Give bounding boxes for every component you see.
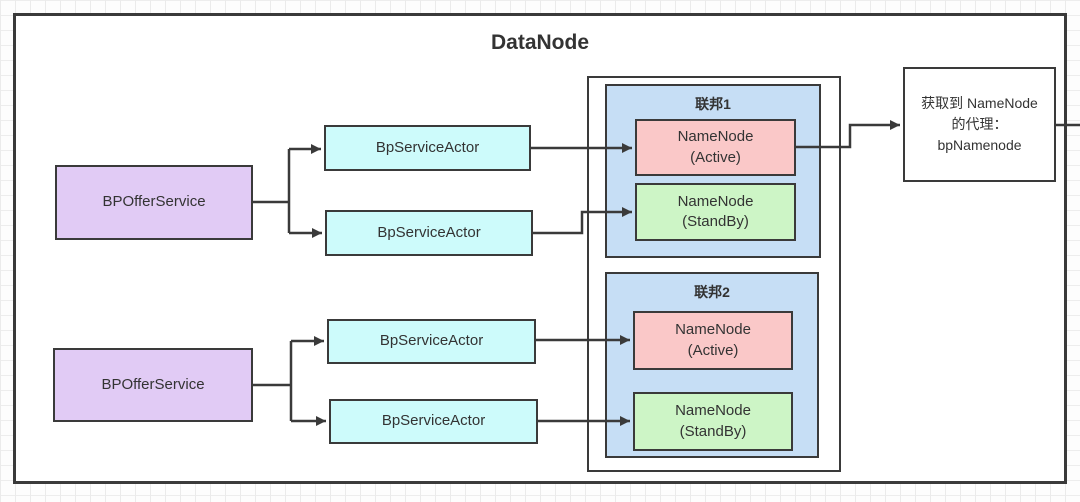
bpserviceactor-1-node: BpServiceActor xyxy=(324,125,531,171)
bpserviceactor-4-node: BpServiceActor xyxy=(329,399,538,444)
namenode-standby-2-name: NameNode xyxy=(675,402,751,420)
federation-2-title: 联邦2 xyxy=(694,284,730,300)
namenode-active-1-node: NameNode (Active) xyxy=(635,119,796,176)
namenode-active-2-state: (Active) xyxy=(687,341,739,359)
namenode-active-2-name: NameNode xyxy=(675,321,751,339)
namenode-standby-1-name: NameNode xyxy=(677,192,754,210)
bpofferservice-1-label: BPOfferService xyxy=(102,193,206,211)
namenode-active-2-node: NameNode (Active) xyxy=(633,311,793,370)
federation-1-title: 联邦1 xyxy=(695,96,731,112)
bpofferservice-1-node: BPOfferService xyxy=(55,165,253,240)
namenode-standby-2-node: NameNode (StandBy) xyxy=(633,392,793,451)
namenode-standby-1-node: NameNode (StandBy) xyxy=(635,183,796,241)
bpofferservice-2-node: BPOfferService xyxy=(53,348,253,422)
bpserviceactor-2-label: BpServiceActor xyxy=(377,223,481,241)
proxy-note-line-1: 获取到 NameNode xyxy=(921,95,1038,111)
namenode-standby-2-state: (StandBy) xyxy=(679,422,747,440)
bpofferservice-2-label: BPOfferService xyxy=(101,375,205,393)
proxy-note-box: 获取到 NameNode 的代理： bpNamenode xyxy=(903,67,1056,182)
bpserviceactor-2-node: BpServiceActor xyxy=(325,210,533,256)
bpserviceactor-3-node: BpServiceActor xyxy=(327,319,536,364)
namenode-standby-1-state: (StandBy) xyxy=(682,213,749,230)
namenode-active-1-name: NameNode xyxy=(677,128,754,146)
proxy-note-line-3: bpNamenode xyxy=(937,137,1022,153)
bpserviceactor-4-label: BpServiceActor xyxy=(381,412,486,430)
namenode-active-1-state: (Active) xyxy=(690,148,741,166)
diagram-title: DataNode xyxy=(490,31,590,54)
proxy-note-line-2: 的代理： xyxy=(951,116,1008,132)
bpserviceactor-1-label: BpServiceActor xyxy=(375,138,480,156)
bpserviceactor-3-label: BpServiceActor xyxy=(379,332,484,350)
